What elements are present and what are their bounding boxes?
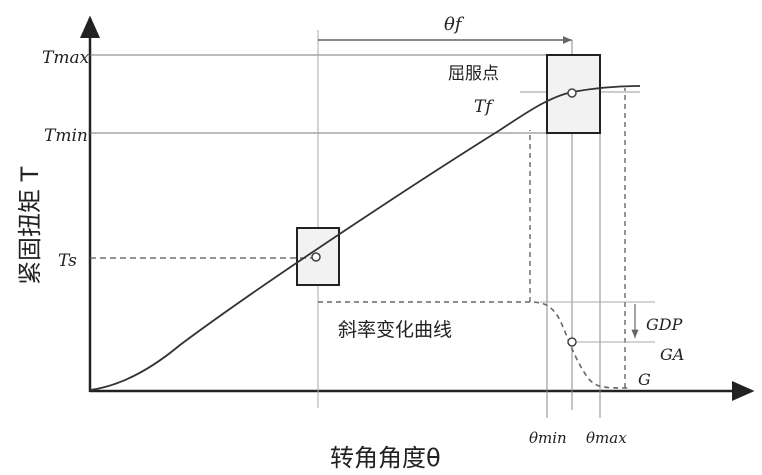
theta-max-label: θmax bbox=[586, 429, 627, 447]
theta-min-label: θmin bbox=[529, 429, 567, 447]
slope-curve-label: 斜率变化曲线 bbox=[338, 319, 452, 341]
snug-point bbox=[311, 252, 321, 262]
tmax-label: Tmax bbox=[42, 48, 90, 68]
tmin-label: Tmin bbox=[44, 126, 88, 146]
yield-point bbox=[567, 88, 577, 98]
theta-f-label: θf bbox=[444, 14, 465, 35]
yield-point-label: 屈服点 bbox=[448, 64, 499, 84]
ga-point bbox=[567, 337, 577, 347]
slope-change-curve bbox=[318, 301, 629, 389]
gdp-label: GDP bbox=[646, 315, 683, 334]
ga-label: GA bbox=[660, 345, 684, 364]
tf-label: Tf bbox=[474, 97, 494, 117]
g-label: G bbox=[638, 370, 651, 389]
x-axis-label: 转角角度θ bbox=[330, 444, 441, 472]
ts-label: Ts bbox=[58, 251, 77, 271]
y-axis-label: 紧固扭矩 T bbox=[16, 166, 44, 285]
